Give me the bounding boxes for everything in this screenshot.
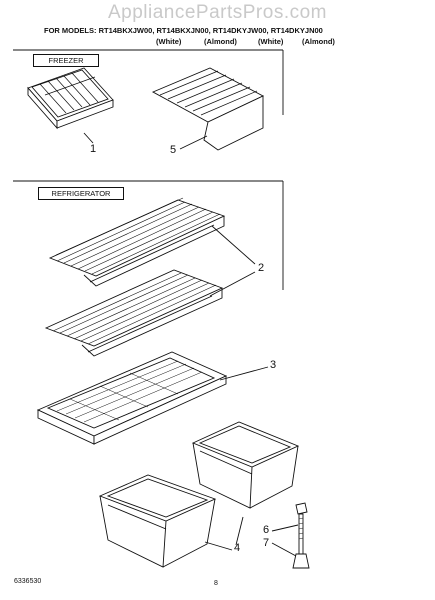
color-2: (Almond) xyxy=(204,37,237,46)
color-1: (White) xyxy=(156,37,182,46)
callout-5: 5 xyxy=(170,144,177,156)
callout-1: 1 xyxy=(90,143,97,155)
footer-page-number: 8 xyxy=(214,580,218,587)
color-4: (Almond) xyxy=(302,37,335,46)
callout-7: 7 xyxy=(263,537,270,549)
callout-3: 3 xyxy=(270,359,277,371)
callout-4: 4 xyxy=(234,542,241,554)
crisper-cover-drawing xyxy=(36,351,269,445)
leveling-leg-drawing xyxy=(271,502,310,569)
shelf-upper-drawing xyxy=(48,197,226,287)
footer-part-number: 6336530 xyxy=(14,578,42,585)
freezer-shelf-drawing xyxy=(151,67,265,151)
callout-6: 6 xyxy=(263,524,270,536)
crisper-pan-right-drawing xyxy=(191,421,300,509)
crisper-pan-left-drawing xyxy=(98,474,244,568)
ice-tray-drawing xyxy=(27,67,114,144)
refrigerator-label: REFRIGERATOR xyxy=(38,187,124,200)
freezer-label: FREEZER xyxy=(33,54,99,67)
models-text: FOR MODELS: RT14BKXJW00, RT14BKXJN00, RT… xyxy=(44,26,323,35)
watermark: AppliancePartsPros.com xyxy=(107,2,328,23)
callout-2: 2 xyxy=(258,262,265,274)
color-3: (White) xyxy=(258,37,284,46)
shelf-lower-drawing xyxy=(44,225,256,357)
